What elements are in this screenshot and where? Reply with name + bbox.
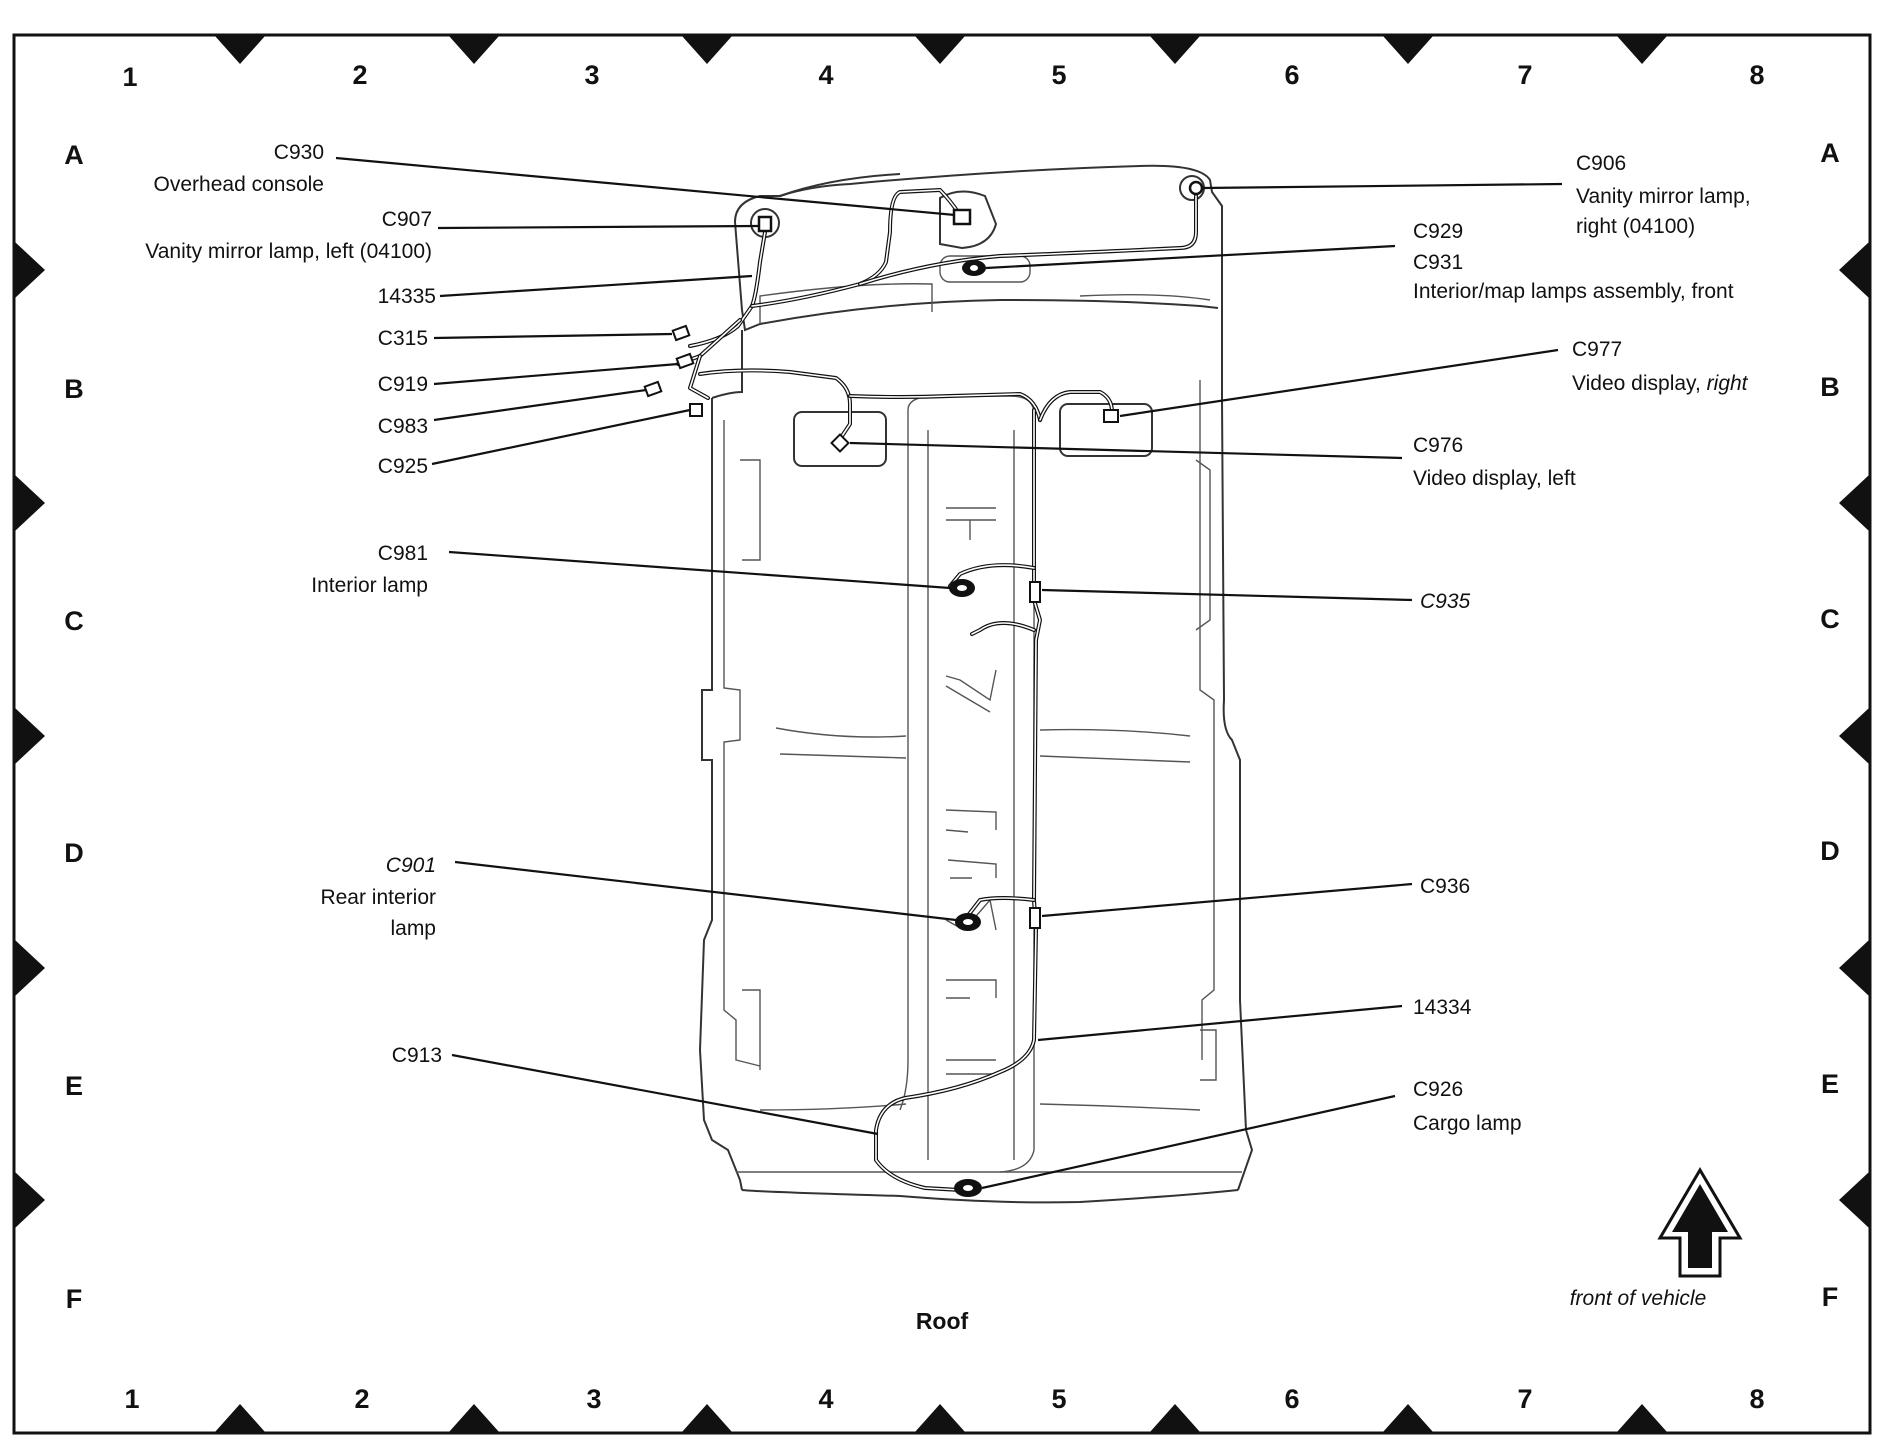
- connector-c935: [1029, 581, 1041, 603]
- callout-c931: C931 Interior/map lamps assembly, front: [1413, 251, 1734, 303]
- grid-row-a-right: A: [1820, 138, 1840, 168]
- callout-c935-code: C935: [1420, 590, 1471, 613]
- callout-c925-code: C925: [378, 455, 428, 478]
- up-arrow-icon: [1657, 1167, 1743, 1278]
- callout-14334-code: 14334: [1413, 996, 1472, 1019]
- grid-columns-top: 1 2 3 4 5 6 7 8: [122, 60, 1764, 92]
- grid-row-d-right: D: [1820, 836, 1840, 866]
- callout-c901: C901 Rear interior lamp: [320, 854, 436, 940]
- callout-c981: C981 Interior lamp: [311, 542, 428, 597]
- callout-c907: C907 Vanity mirror lamp, left (04100): [145, 208, 432, 263]
- grid-column-4: 4: [818, 60, 833, 90]
- front-of-vehicle-label: front of vehicle: [1570, 1287, 1707, 1310]
- callout-c936-code: C936: [1420, 875, 1470, 898]
- grid-columns-bottom: 1 2 3 4 5 6 7 8: [124, 1384, 1764, 1414]
- callout-c930: C930 Overhead console: [154, 141, 324, 196]
- callout-c919-code: C919: [378, 373, 428, 396]
- grid-rows-right: A B C D E F: [1820, 138, 1840, 1312]
- callout-c901-desc-line1: Rear interior: [320, 886, 436, 909]
- callout-c906-code: C906: [1576, 152, 1626, 175]
- diagram-frame: [12, 33, 1872, 1435]
- callout-c977-desc: Video display, right: [1572, 372, 1749, 395]
- grid-column-7-bottom: 7: [1517, 1384, 1532, 1414]
- connector-c315: [671, 324, 691, 342]
- callout-c930-desc: Overhead console: [154, 173, 324, 196]
- callout-c907-code: C907: [382, 208, 432, 231]
- grid-row-d: D: [64, 838, 84, 868]
- callout-c926: C926 Cargo lamp: [1413, 1078, 1522, 1135]
- grid-row-e-right: E: [1821, 1069, 1839, 1099]
- grid-column-4-bottom: 4: [818, 1384, 833, 1414]
- callout-c906-desc-line1: Vanity mirror lamp,: [1576, 185, 1751, 208]
- connector-c919: [675, 352, 695, 370]
- grid-row-b-right: B: [1820, 372, 1840, 402]
- callout-c907-desc: Vanity mirror lamp, left (04100): [145, 240, 432, 263]
- callout-c976: C976 Video display, left: [1413, 434, 1576, 490]
- grid-column-6: 6: [1284, 60, 1299, 90]
- callout-c977-desc-italic: right: [1707, 372, 1749, 395]
- connector-c925: [689, 403, 703, 417]
- diagram-title: Roof: [916, 1308, 969, 1334]
- connector-c907: [757, 215, 773, 233]
- grid-row-f: F: [66, 1284, 83, 1314]
- leader-lines: [335, 156, 1563, 1190]
- grid-row-c: C: [64, 606, 84, 636]
- grid-row-f-right: F: [1822, 1282, 1839, 1312]
- grid-column-2: 2: [352, 60, 367, 90]
- callout-c977-code: C977: [1572, 338, 1622, 361]
- grid-column-7: 7: [1517, 60, 1532, 90]
- connector-c977: [1103, 409, 1119, 423]
- grid-column-2-bottom: 2: [354, 1384, 369, 1414]
- grid-column-3: 3: [584, 60, 599, 90]
- grid-column-6-bottom: 6: [1284, 1384, 1299, 1414]
- grid-column-8: 8: [1749, 60, 1764, 90]
- callout-c931-code: C931: [1413, 251, 1463, 274]
- connectors: [643, 180, 1204, 1197]
- callout-14335-code: 14335: [378, 285, 436, 308]
- callout-c906: C906 Vanity mirror lamp, right (04100): [1576, 152, 1751, 238]
- connector-c930: [952, 208, 972, 226]
- callout-c315-code: C315: [378, 327, 428, 350]
- roof-headliner: [698, 164, 1254, 1204]
- grid-row-a: A: [64, 140, 84, 170]
- grid-column-1: 1: [122, 62, 137, 92]
- connector-c936: [1029, 907, 1041, 929]
- callout-c906-desc-line2: right (04100): [1576, 215, 1695, 238]
- callout-c929-code: C929: [1413, 220, 1463, 243]
- grid-column-5-bottom: 5: [1051, 1384, 1066, 1414]
- grid-column-5: 5: [1051, 60, 1066, 90]
- grid-column-8-bottom: 8: [1749, 1384, 1764, 1414]
- callout-c981-desc: Interior lamp: [311, 574, 428, 597]
- callout-c983-code: C983: [378, 415, 428, 438]
- wiring-harness: [676, 188, 1198, 1192]
- connector-c976: [830, 433, 850, 453]
- connector-c983: [643, 380, 663, 398]
- front-of-vehicle-indicator: front of vehicle: [1570, 1167, 1743, 1310]
- callout-c930-code: C930: [274, 141, 324, 164]
- grid-column-3-bottom: 3: [586, 1384, 601, 1414]
- callout-c931-desc: Interior/map lamps assembly, front: [1413, 280, 1734, 303]
- callout-c976-code: C976: [1413, 434, 1463, 457]
- grid-rows-left: A B C D E F: [64, 140, 84, 1314]
- grid-row-b: B: [64, 374, 84, 404]
- callout-c977-desc-text: Video display,: [1572, 372, 1707, 395]
- callout-c926-code: C926: [1413, 1078, 1463, 1101]
- callout-c901-desc-line2: lamp: [390, 917, 436, 940]
- callout-c976-desc: Video display, left: [1413, 467, 1576, 490]
- callout-c977: C977 Video display, right: [1572, 338, 1749, 395]
- grid-row-c-right: C: [1820, 604, 1840, 634]
- callout-c926-desc: Cargo lamp: [1413, 1112, 1522, 1135]
- grid-column-1-bottom: 1: [124, 1384, 139, 1414]
- connector-c906: [1188, 180, 1204, 196]
- callout-c901-code: C901: [386, 854, 436, 877]
- callout-c913-code: C913: [392, 1044, 442, 1067]
- zone-markers: [15, 36, 1869, 1432]
- grid-row-e: E: [65, 1071, 83, 1101]
- callout-c981-code: C981: [378, 542, 428, 565]
